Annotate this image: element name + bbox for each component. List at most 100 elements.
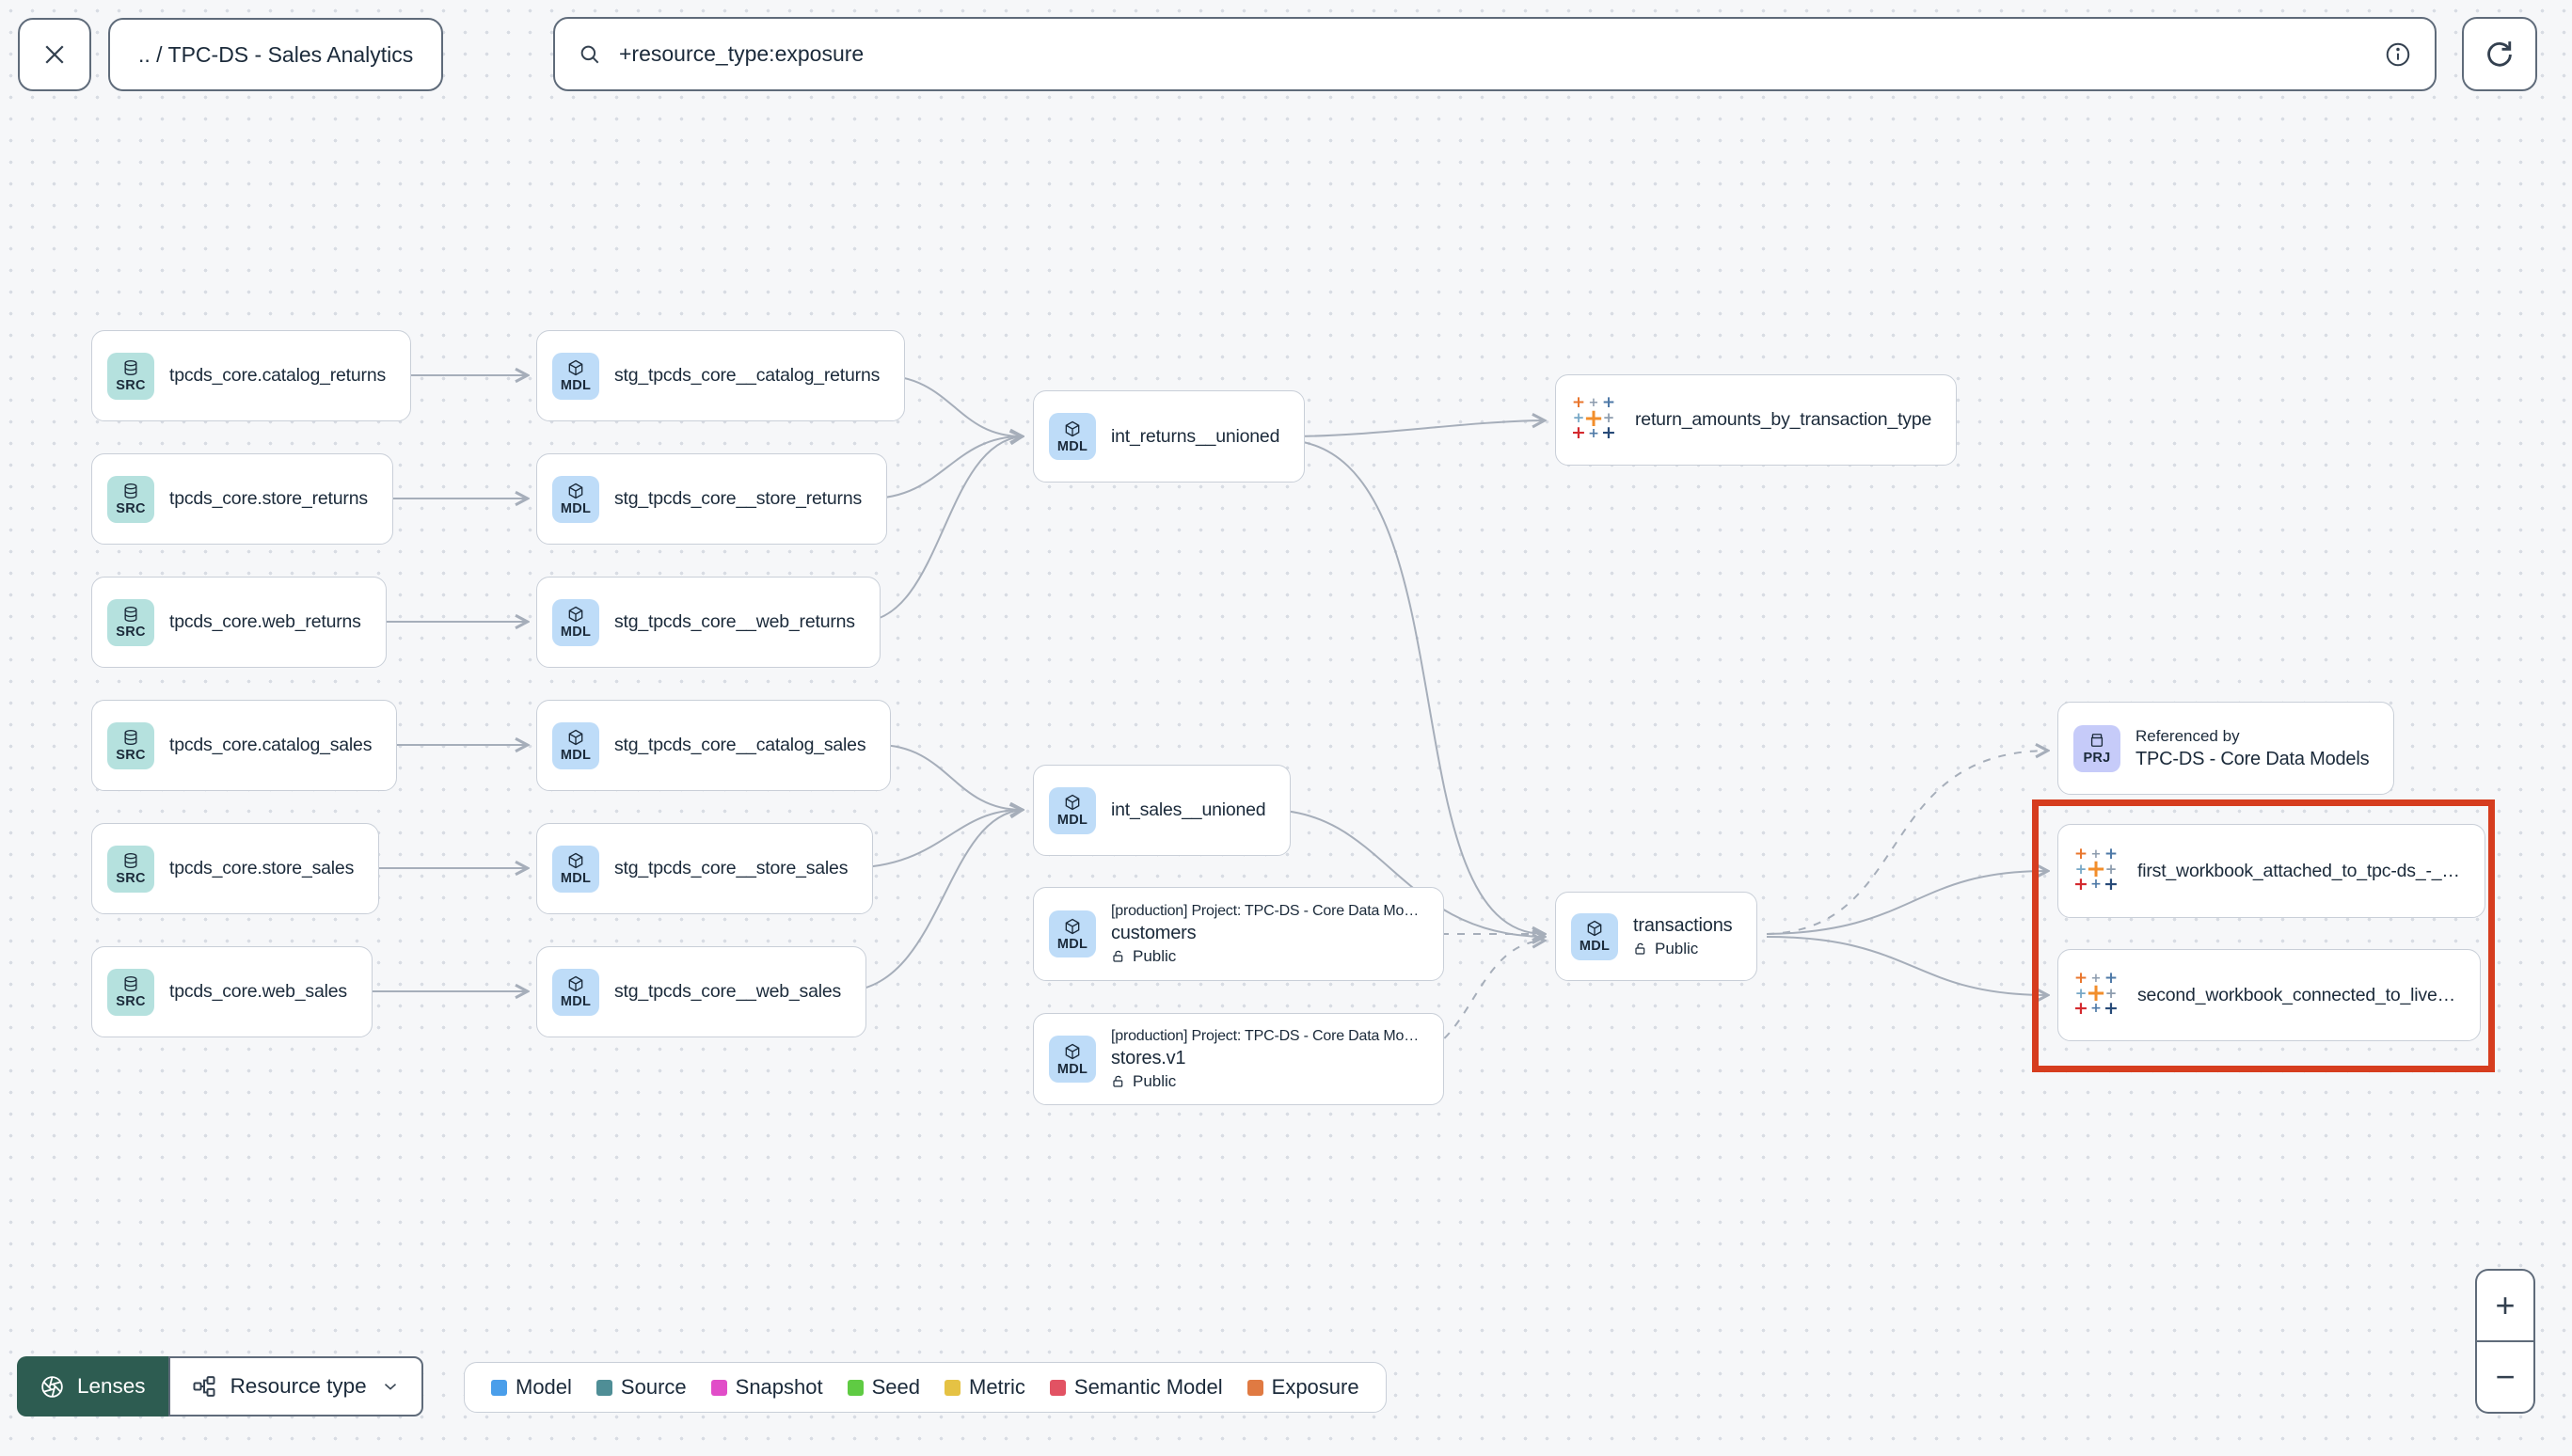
node-source-tpcds-core-web-sales[interactable]: SRC tpcds_core.web_sales [91,946,373,1037]
node-model-transactions[interactable]: MDL transactions Public [1555,892,1758,981]
database-icon [124,852,137,869]
lineage-edge [877,744,1022,810]
breadcrumb[interactable]: .. / TPC-DS - Sales Analytics [108,18,444,91]
search-icon [580,45,599,63]
cube-icon [568,729,583,746]
resource-type-dropdown[interactable]: Resource type [167,1356,423,1416]
database-icon [124,729,137,746]
info-icon[interactable] [2384,40,2412,69]
node-source-tpcds-core-catalog-returns[interactable]: SRC tpcds_core.catalog_returns [91,330,412,421]
node-source-tpcds-core-store-sales[interactable]: SRC tpcds_core.store_sales [91,823,380,914]
close-icon [45,45,64,64]
node-model-int-returns-unioned[interactable]: MDL int_returns__unioned [1033,390,1306,483]
semantic-model-swatch [1049,1379,1066,1396]
node-model-stg-store-returns[interactable]: MDL stg_tpcds_core__store_returns [536,453,888,545]
node-label: stg_tpcds_core__catalog_returns [614,365,881,386]
source-badge: SRC [107,968,154,1016]
node-label: tpcds_core.catalog_sales [169,735,373,755]
node-exposure-return-amounts[interactable]: +++ +++ +++ return_amounts_by_transactio… [1555,374,1958,466]
access-row: Public [1111,947,1419,966]
node-model-stg-web-returns[interactable]: MDL stg_tpcds_core__web_returns [536,577,881,668]
model-badge: MDL [1049,1036,1096,1083]
cube-icon [1065,794,1080,811]
database-icon [124,483,137,499]
node-label: tpcds_core.web_returns [169,611,361,632]
node-model-customers[interactable]: MDL [production] Project: TPC-DS - Core … [1033,887,1445,981]
minus-icon: − [2495,1357,2516,1396]
node-label: transactions [1633,914,1733,936]
model-badge: MDL [552,721,599,769]
node-model-int-sales-unioned[interactable]: MDL int_sales__unioned [1033,765,1292,856]
node-label: second_workbook_connected_to_live… [2137,984,2455,1005]
resource-type-legend: Model Source Snapshot Seed Metric Semant… [464,1362,1387,1413]
lineage-edge [859,436,1022,623]
zoom-out-button[interactable]: − [2475,1341,2535,1414]
model-badge: MDL [1049,786,1096,834]
cube-icon [1065,420,1080,436]
legend-item-metric: Metric [945,1375,1025,1400]
node-label: int_sales__unioned [1111,799,1266,820]
selection-highlight-box [2032,799,2495,1072]
legend-item-exposure: Exposure [1246,1375,1359,1400]
search-bar[interactable] [553,17,2437,91]
lineage-edge [1269,809,1544,937]
lineage-edge [868,436,1022,499]
cube-icon [568,975,583,992]
zoom-controls: + − [2475,1269,2535,1414]
node-exposure-first-workbook[interactable]: +++ +++ +++ first_workbook_attached_to_t… [2057,824,2485,918]
node-model-stores-v1[interactable]: MDL [production] Project: TPC-DS - Core … [1033,1013,1445,1105]
node-label: int_returns__unioned [1111,425,1280,447]
legend-item-seed: Seed [847,1375,920,1400]
lenses-control-group: Lenses Resource type [17,1356,423,1416]
project-badge: PRJ [2073,724,2120,772]
model-badge: MDL [552,475,599,523]
close-button[interactable] [18,18,91,91]
model-badge: MDL [552,968,599,1016]
cube-icon [568,359,583,376]
node-label: tpcds_core.store_sales [169,858,355,878]
aperture-icon [41,1375,63,1398]
database-icon [124,975,137,992]
refresh-button[interactable] [2462,17,2537,91]
source-badge: SRC [107,352,154,400]
node-label: tpcds_core.web_sales [169,981,347,1002]
source-badge: SRC [107,845,154,893]
node-model-stg-catalog-sales[interactable]: MDL stg_tpcds_core__catalog_sales [536,700,892,791]
node-exposure-second-workbook[interactable]: +++ +++ +++ second_workbook_connected_to… [2057,949,2481,1041]
plus-icon: + [2495,1286,2516,1324]
exposure-swatch [1246,1379,1263,1396]
cube-icon [1065,1043,1080,1059]
cube-icon [1587,920,1602,937]
node-model-stg-store-sales[interactable]: MDL stg_tpcds_core__store_sales [536,823,874,914]
cube-icon [568,483,583,499]
unlocked-icon [1635,942,1645,955]
lineage-edge [1766,871,2047,935]
node-project-referenced-by[interactable]: PRJ Referenced by TPC-DS - Core Data Mod… [2057,702,2395,795]
lineage-edge [1288,420,1544,437]
lineage-edge [1766,936,2047,995]
node-label: customers [1111,922,1197,943]
lineage-edge [841,810,1022,992]
project-line: [production] Project: TPC-DS - Core Data… [1111,1027,1420,1044]
tableau-icon: +++ +++ +++ [1571,393,1616,443]
model-badge: MDL [1571,912,1618,960]
chevron-down-icon [384,1384,396,1390]
node-source-tpcds-core-web-returns[interactable]: SRC tpcds_core.web_returns [91,577,387,668]
node-model-stg-catalog-returns[interactable]: MDL stg_tpcds_core__catalog_returns [536,330,906,421]
zoom-in-button[interactable]: + [2475,1269,2535,1341]
node-model-stg-web-sales[interactable]: MDL stg_tpcds_core__web_sales [536,946,867,1037]
unlocked-icon [1113,950,1123,962]
source-swatch [595,1379,612,1396]
node-source-tpcds-core-catalog-sales[interactable]: SRC tpcds_core.catalog_sales [91,700,398,791]
model-badge: MDL [552,598,599,646]
resource-type-icon [193,1376,215,1397]
lineage-edge [845,810,1022,869]
node-label: stg_tpcds_core__store_returns [614,488,863,509]
legend-item-source: Source [595,1375,687,1400]
search-input[interactable] [617,40,2369,68]
node-source-tpcds-core-store-returns[interactable]: SRC tpcds_core.store_returns [91,453,393,545]
lenses-button[interactable]: Lenses [17,1356,168,1416]
cube-icon [1065,918,1080,934]
